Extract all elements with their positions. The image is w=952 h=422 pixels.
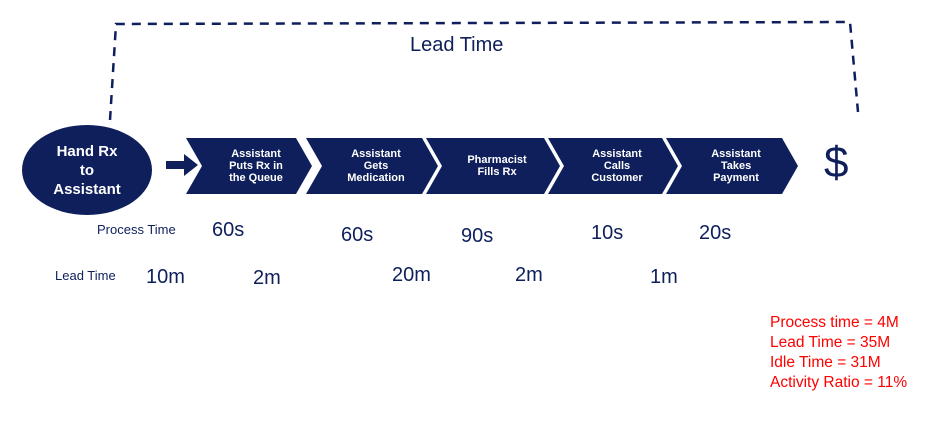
process-time-value: 10s <box>591 222 624 244</box>
step-chevron-2 <box>306 138 438 194</box>
summary-idle-time: Idle Time = 31M <box>770 354 881 371</box>
start-node: Hand Rx to Assistant <box>22 125 152 215</box>
step-label-2: Assistant Gets Medication <box>347 148 405 184</box>
process-time-value: 20s <box>699 222 732 244</box>
summary-box: Process time = 4M Lead Time = 35M Idle T… <box>770 313 907 393</box>
step-label-5: Assistant Takes Payment <box>711 148 761 184</box>
process-time-label: Process Time <box>97 222 176 237</box>
process-time-value: 60s <box>212 219 245 241</box>
process-time-value: 60s <box>341 224 374 246</box>
summary-activity-ratio: Activity Ratio = 11% <box>770 374 908 391</box>
lead-time-value: 2m <box>253 267 281 289</box>
step-label-1: Assistant Puts Rx in the Queue <box>229 148 283 184</box>
process-time-value: 90s <box>461 225 494 247</box>
step-chevron-1 <box>186 138 312 194</box>
step-label-4: Assistant Calls Customer <box>591 148 643 184</box>
dollar-icon: $ <box>824 138 849 187</box>
lead-time-value: 20m <box>392 264 431 286</box>
lead-time-label: Lead Time <box>55 268 116 283</box>
step-label-3: Pharmacist Fills Rx <box>467 154 527 178</box>
lead-time-value: 10m <box>146 266 185 288</box>
step-chevron-4 <box>548 138 678 194</box>
process-steps <box>186 138 798 194</box>
lead-time-value: 1m <box>650 266 678 288</box>
step-labels: Assistant Puts Rx in the Queue Assistant… <box>186 138 806 194</box>
start-arrow-icon <box>166 154 198 176</box>
summary-process-time: Process time = 4M <box>770 314 899 331</box>
step-chevron-3 <box>426 138 560 194</box>
summary-lead-time: Lead Time = 35M <box>770 334 891 351</box>
start-node-label: Hand Rx to Assistant <box>53 142 121 198</box>
step-chevron-5 <box>666 138 798 194</box>
lead-time-title: Lead Time <box>410 34 504 56</box>
lead-time-value: 2m <box>515 264 543 286</box>
